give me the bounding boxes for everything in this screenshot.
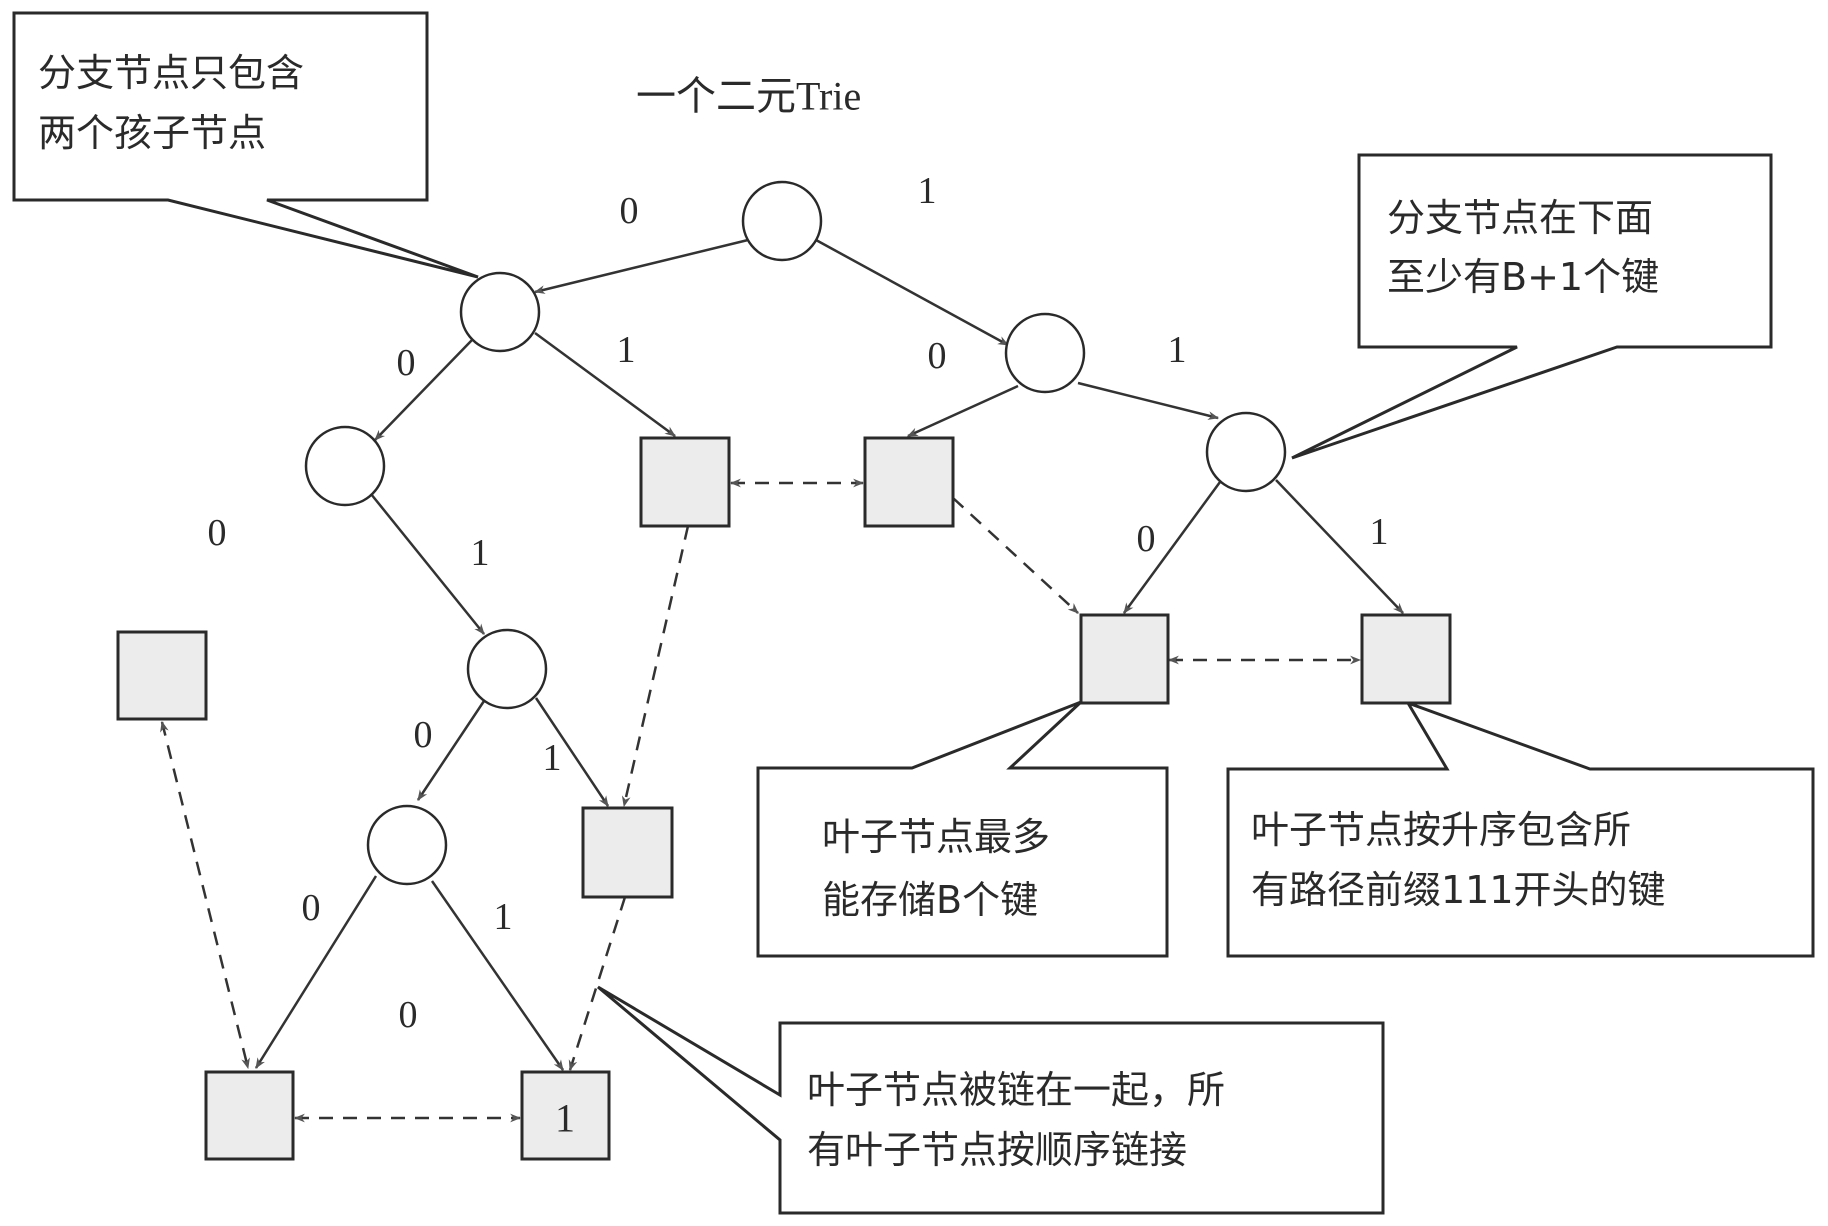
edge-l-0: [374, 339, 473, 441]
leaf-value: 1: [555, 1096, 575, 1141]
leaf-node-10: [863, 436, 955, 528]
leaf-node-lone: [116, 630, 208, 721]
callout-branch-two-children: 分支节点只包含 两个孩子节点: [12, 11, 479, 279]
callout-text-line: 叶子节点最多: [822, 815, 1050, 859]
branch-node-001: [466, 628, 548, 710]
leaf-links: [160, 478, 1362, 1123]
edge-label: 1: [494, 896, 513, 938]
edge-l-1: [534, 331, 676, 438]
edge-label: 0: [414, 714, 433, 756]
edge-label: 0: [1137, 518, 1156, 560]
edge-label: 1: [1370, 511, 1389, 553]
diagram-title: 一个二元Trie: [636, 74, 861, 119]
leaf-node-01: [639, 436, 731, 528]
callout-text-line: 分支节点在下面: [1387, 196, 1653, 240]
edge-root-0: [533, 238, 749, 294]
callout-text-line: 至少有B+1个键: [1387, 255, 1659, 299]
edge-label: 0: [928, 335, 947, 377]
edge-label: 0: [208, 512, 227, 554]
edge-labels: 0 1 0 1 0 1 0 1 0 1 0 1 0 1 0: [208, 170, 1389, 1036]
callout-branch-min-keys: 分支节点在下面 至少有B+1个键: [1291, 153, 1773, 460]
tree-edges: [254, 238, 1404, 1071]
leaf-nodes: 1: [116, 436, 1452, 1161]
link-leaf-lone-bottom-left: [160, 720, 250, 1070]
edge-label: 0: [302, 887, 321, 929]
edge-label: 1: [1168, 329, 1187, 371]
edge-label: 0: [620, 190, 639, 232]
callout-leaf-max-keys: 叶子节点最多 能存储B个键: [756, 700, 1169, 958]
link-leaf-l1-llr1: [621, 525, 690, 808]
branch-node-1: [1004, 312, 1086, 394]
edge-label: 1: [918, 170, 937, 212]
edge-llr-0: [416, 700, 486, 801]
branch-node-00: [304, 425, 386, 507]
edge-ll-1: [370, 493, 485, 635]
edge-label: 0: [399, 994, 418, 1036]
callout-text-line: 叶子节点按升序包含所: [1251, 808, 1631, 852]
edge-label: 0: [397, 342, 416, 384]
branch-node-0: [459, 271, 541, 353]
branch-node-11: [1205, 411, 1287, 493]
callout-text-line: 能存储B个键: [822, 878, 1038, 922]
edge-llr-1: [534, 697, 610, 807]
callout-text-line: 有叶子节点按顺序链接: [807, 1128, 1187, 1172]
edge-rr-1: [1275, 479, 1404, 614]
edge-label: 1: [543, 737, 562, 779]
callout-text-line: 有路径前缀111开头的键: [1251, 868, 1666, 912]
callout-leaves-linked: 叶子节点被链在一起，所 有叶子节点按顺序链接: [597, 985, 1385, 1215]
edge-bottom-1: [430, 880, 565, 1071]
callout-text-line: 两个孩子节点: [38, 111, 266, 155]
branch-node-root: [741, 180, 823, 262]
edge-root-1: [815, 238, 1009, 347]
callout-leaf-prefix-111: 叶子节点按升序包含所 有路径前缀111开头的键: [1226, 700, 1815, 958]
callout-text-line: 分支节点只包含: [38, 51, 304, 95]
callout-text-line: 叶子节点被链在一起，所: [807, 1068, 1225, 1112]
branch-nodes: [304, 180, 1287, 886]
leaf-node-00101: [520, 1070, 611, 1161]
leaf-node-00100: [204, 1070, 295, 1161]
edge-r-1: [1077, 381, 1220, 420]
leaf-node-111: [1360, 613, 1452, 705]
branch-node-0010: [366, 804, 448, 886]
link-leaf-r0-rr0: [952, 497, 1079, 614]
leaf-node-0011: [581, 806, 674, 899]
link-leaf-llr1-bottom-right: [568, 896, 627, 1072]
edge-rr-0: [1122, 481, 1222, 614]
edge-label: 1: [617, 329, 636, 371]
edge-r-0: [906, 384, 1019, 438]
edge-label: 1: [471, 532, 490, 574]
edge-bottom-0: [254, 875, 378, 1069]
leaf-node-110: [1079, 613, 1170, 705]
